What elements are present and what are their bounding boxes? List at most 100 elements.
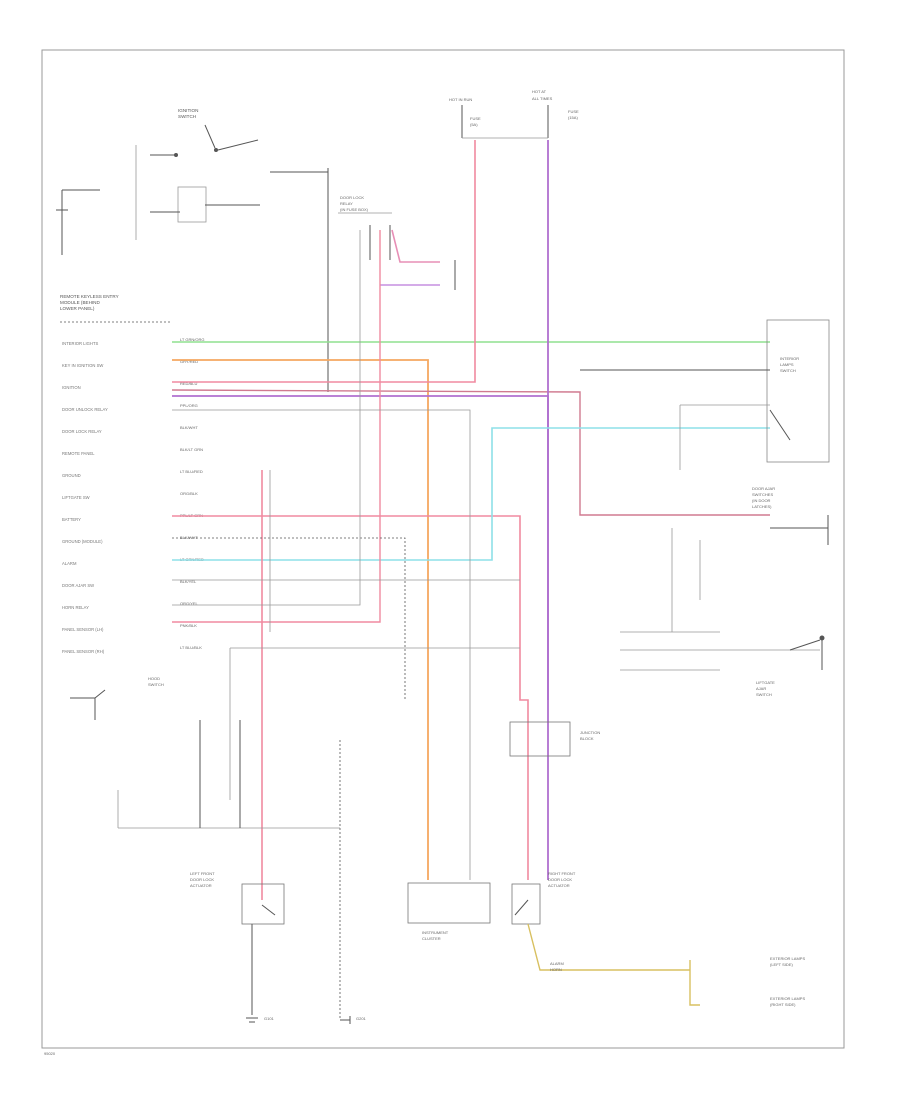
pin-label-10: GROUND (MODULE) bbox=[62, 539, 103, 544]
liftgate-label-1: LIFTGATE bbox=[756, 680, 775, 685]
wire-yellow-branch bbox=[689, 960, 700, 1006]
wire-pink-mid bbox=[172, 515, 529, 880]
ground-left: G101 bbox=[246, 1016, 275, 1023]
door-ajar-label-3: (IN DOOR bbox=[752, 498, 771, 503]
ignition-switch-label-1: IGNITION bbox=[178, 108, 198, 113]
pin-label-8: LIFTGATE SW bbox=[62, 495, 90, 500]
interior-lights-label-2: LAMPS bbox=[780, 362, 794, 367]
wire-code-10: BLK/WHT bbox=[180, 535, 198, 540]
interior-lights-label-1: INTERIOR bbox=[780, 356, 799, 361]
ignition-switch: IGNITION SWITCH bbox=[135, 108, 260, 240]
wire-code-14: PNK/BLK bbox=[180, 623, 197, 628]
relay-box-label-1: DOOR LOCK bbox=[340, 195, 364, 200]
exterior-lamps-2-label-1: EXTERIOR LAMPS bbox=[770, 996, 805, 1001]
exterior-lamps-2-label-2: (RIGHT SIDE) bbox=[770, 1002, 796, 1007]
pin-label-7: GROUND bbox=[62, 473, 81, 478]
fuse-left-label-2: (5A) bbox=[470, 122, 478, 127]
fuse-right-label-2: (15A) bbox=[568, 115, 578, 120]
pin-label-3: IGNITION bbox=[62, 385, 81, 390]
cluster-label-1: INSTRUMENT bbox=[422, 930, 449, 935]
right-door-label-1: RIGHT FRONT bbox=[548, 871, 576, 876]
module-pin-labels: INTERIOR LIGHTS KEY IN IGNITION SW IGNIT… bbox=[62, 341, 108, 654]
pin-label-5: DOOR LOCK RELAY bbox=[62, 429, 102, 434]
alarm-horn-label-1: ALARM bbox=[550, 961, 564, 966]
door-ajar-label-2: SWITCHES bbox=[752, 492, 773, 497]
wire-code-8: ORG/BLK bbox=[180, 491, 198, 496]
power-left-label: HOT IN RUN bbox=[449, 97, 472, 102]
left-door-label-2: DOOR LOCK bbox=[190, 877, 214, 882]
right-door-label-2: DOOR LOCK bbox=[548, 877, 572, 882]
pin-label-9: BATTERY bbox=[62, 517, 81, 522]
liftgate-switch-area: LIFTGATE AJAR SWITCH bbox=[620, 528, 825, 697]
wire-dashed-1 bbox=[172, 537, 406, 700]
door-ajar-switches: DOOR AJAR SWITCHES (IN DOOR LATCHES) bbox=[752, 486, 829, 545]
wire-code-1: LT GRN/ORG bbox=[180, 337, 205, 342]
wire-code-13: ORG/YEL bbox=[180, 601, 199, 606]
door-ajar-label-4: LATCHES) bbox=[752, 504, 772, 509]
pin-label-11: ALARM bbox=[62, 561, 77, 566]
wire-code-5: BLK/WHT bbox=[180, 425, 198, 430]
module-header-2: MODULE (BEHIND bbox=[60, 300, 100, 305]
cluster-label-2: CLUSTER bbox=[422, 936, 441, 941]
fuse-right-label-1: FUSE bbox=[568, 109, 579, 114]
pin-label-14: PANEL SENSOR (LH) bbox=[62, 627, 104, 632]
pin-label-12: DOOR AJAR SW bbox=[62, 583, 94, 588]
instrument-cluster: INSTRUMENT CLUSTER bbox=[407, 882, 491, 941]
module-header-3: LOWER PANEL) bbox=[60, 306, 95, 311]
wire-code-4: PPL/ORG bbox=[180, 403, 198, 408]
pin-label-2: KEY IN IGNITION SW bbox=[62, 363, 103, 368]
wire-grey-3 bbox=[172, 230, 361, 606]
interior-lights-box: INTERIOR LAMPS SWITCH bbox=[766, 319, 830, 463]
exterior-lamps-1-label-2: (LEFT SIDE) bbox=[770, 962, 793, 967]
fuse-left-label-1: FUSE bbox=[470, 116, 481, 121]
right-front-door-actuator: RIGHT FRONT DOOR LOCK ACTUATOR bbox=[511, 871, 576, 925]
wire-pink-top bbox=[172, 140, 476, 383]
ground-left-label: G101 bbox=[264, 1016, 275, 1021]
left-front-door-actuator: LEFT FRONT DOOR LOCK ACTUATOR bbox=[190, 871, 285, 1015]
wire-code-12: BLK/YEL bbox=[180, 579, 197, 584]
relay-box-label-2: RELAY bbox=[340, 201, 353, 206]
wire-cyan bbox=[172, 427, 770, 561]
relay-box-label-3: (IN FUSE BOX) bbox=[340, 207, 369, 212]
pin-label-4: DOOR UNLOCK RELAY bbox=[62, 407, 108, 412]
junction-block-label-1: JUNCTION bbox=[580, 730, 600, 735]
exterior-lamps-1-label-1: EXTERIOR LAMPS bbox=[770, 956, 805, 961]
hood-switch-label-1: HOOD bbox=[148, 676, 160, 681]
wire-code-2: GRY/RED bbox=[180, 359, 198, 364]
left-door-label-1: LEFT FRONT bbox=[190, 871, 215, 876]
pin-label-1: INTERIOR LIGHTS bbox=[62, 341, 99, 346]
left-ground bbox=[56, 189, 100, 255]
hood-switch: HOOD SWITCH bbox=[70, 676, 164, 720]
junction-block: JUNCTION BLOCK bbox=[509, 721, 600, 757]
wire-pink-short bbox=[391, 229, 440, 263]
power-right-label-2: ALL TIMES bbox=[532, 96, 553, 101]
hood-switch-label-2: SWITCH bbox=[148, 682, 164, 687]
pin-label-13: HORN RELAY bbox=[62, 605, 89, 610]
liftgate-label-2: AJAR bbox=[756, 686, 766, 691]
top-fuses: HOT IN RUN HOT AT ALL TIMES FUSE (5A) FU… bbox=[449, 89, 579, 139]
alarm-horn-label-2: HORN bbox=[550, 967, 562, 972]
wire-code-labels: LT GRN/ORG GRY/RED RED/BLU PPL/ORG BLK/W… bbox=[180, 337, 205, 650]
pin-label-6: REMOTE PANEL bbox=[62, 451, 95, 456]
interior-lights-label-3: SWITCH bbox=[780, 368, 796, 373]
left-door-label-3: ACTUATOR bbox=[190, 883, 212, 888]
wire-pink-bottom bbox=[172, 230, 381, 623]
ground-right-label: G201 bbox=[356, 1016, 367, 1021]
junction-block-label-2: BLOCK bbox=[580, 736, 594, 741]
door-ajar-label-1: DOOR AJAR bbox=[752, 486, 775, 491]
pin-label-15: PANEL SENSOR (RH) bbox=[62, 649, 105, 654]
wire-code-15: LT BLU/BLK bbox=[180, 645, 202, 650]
relay-box: DOOR LOCK RELAY (IN FUSE BOX) bbox=[338, 195, 392, 260]
diagram-frame bbox=[41, 49, 845, 1049]
liftgate-label-3: SWITCH bbox=[756, 692, 772, 697]
wire-orange bbox=[172, 359, 429, 880]
right-door-label-3: ACTUATOR bbox=[548, 883, 570, 888]
wire-pink-right bbox=[171, 389, 770, 516]
figure-id: 95020 bbox=[44, 1051, 56, 1056]
wire-code-7: LT BLU/RED bbox=[180, 469, 203, 474]
wire-grey-1 bbox=[172, 409, 471, 880]
wire-code-3: RED/BLU bbox=[180, 381, 197, 386]
wire-yellow bbox=[527, 923, 690, 971]
power-right-label-1: HOT AT bbox=[532, 89, 547, 94]
